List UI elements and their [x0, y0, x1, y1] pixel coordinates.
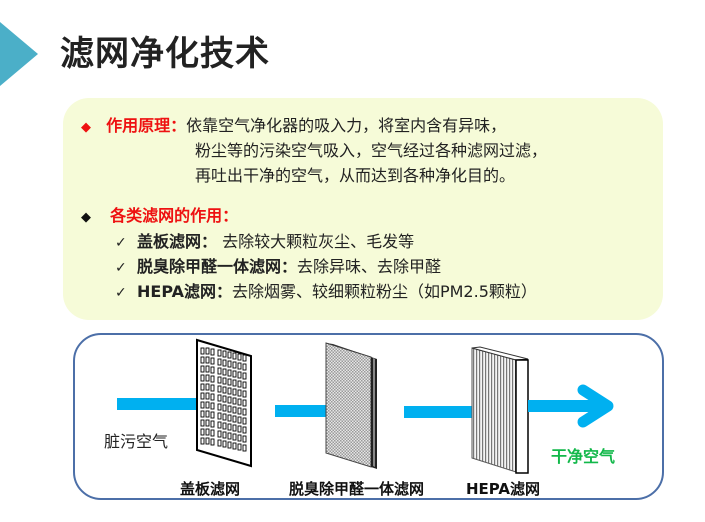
clean-air-arrow-icon — [528, 384, 614, 428]
deodorize-filter-label: 脱臭除甲醛一体滤网 — [289, 480, 425, 498]
principle-line-1: 依靠空气净化器的吸入力，将室内含有异味， — [186, 116, 507, 135]
hepa-filter-icon — [471, 346, 529, 474]
clean-air-label: 干净空气 — [551, 447, 616, 466]
cover-filter-label: 盖板滤网 — [180, 480, 241, 498]
diamond-bullet-icon: ◆ — [81, 210, 91, 225]
diamond-bullet-icon: ◆ — [81, 120, 91, 135]
filter-item-name: 脱臭除甲醛一体滤网： — [137, 257, 298, 276]
filter-item: ✓ 脱臭除甲醛一体滤网：去除异味、去除甲醛 — [115, 255, 441, 280]
check-icon: ✓ — [115, 260, 127, 276]
filter-item-desc: 去除异味、去除甲醛 — [297, 257, 442, 276]
check-icon: ✓ — [115, 235, 127, 251]
flow-arrow-segment-2 — [275, 405, 337, 417]
hepa-filter-label: HEPA滤网 — [466, 480, 541, 498]
filter-item-desc: 去除较大颗粒灰尘、毛发等 — [217, 232, 415, 251]
info-box: ◆ 作用原理：依靠空气净化器的吸入力，将室内含有异味， 粉尘等的污染空气吸入，空… — [63, 98, 663, 320]
filter-item: ✓ HEPA滤网：去除烟雾、较细颗粒粉尘（如PM2.5颗粒） — [115, 280, 537, 305]
flow-arrow-segment-3 — [404, 406, 486, 418]
principle-line-2: 粉尘等的污染空气吸入，空气经过各种滤网过滤， — [195, 141, 548, 160]
deodorize-filter-icon — [325, 342, 377, 469]
title-arrow-icon — [0, 22, 38, 86]
principle-line-3: 再吐出干净的空气，从而达到各种净化目的。 — [195, 166, 516, 185]
principle-row: ◆ 作用原理：依靠空气净化器的吸入力，将室内含有异味， — [81, 114, 506, 140]
check-icon: ✓ — [115, 285, 127, 301]
filter-item-name: HEPA滤网： — [137, 282, 232, 301]
page-title: 滤网净化技术 — [60, 34, 270, 74]
filter-item: ✓ 盖板滤网： 去除较大颗粒灰尘、毛发等 — [115, 230, 414, 255]
flow-arrow-segment-1 — [117, 398, 202, 410]
filter-item-name: 盖板滤网： — [137, 232, 218, 251]
filters-section-row: ◆ 各类滤网的作用： — [81, 204, 238, 230]
principle-label: 作用原理： — [106, 116, 187, 135]
filters-section-label: 各类滤网的作用： — [110, 206, 239, 225]
filter-item-desc: 去除烟雾、较细颗粒粉尘（如PM2.5颗粒） — [231, 282, 537, 301]
dirty-air-label: 脏污空气 — [104, 432, 169, 451]
cover-filter-icon — [196, 338, 252, 468]
